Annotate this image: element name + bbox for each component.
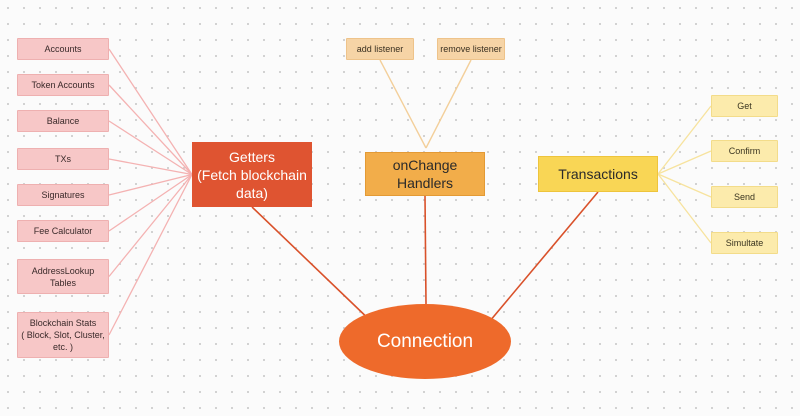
transactions-item-confirm[interactable]: Confirm bbox=[711, 140, 778, 162]
getters-item-accounts[interactable]: Accounts bbox=[17, 38, 109, 60]
getters-edge-7 bbox=[108, 174, 193, 336]
onchange-edge-1 bbox=[425, 59, 472, 149]
getters-item-token-accounts[interactable]: Token Accounts bbox=[17, 74, 109, 96]
transactions-edge-1 bbox=[657, 150, 712, 175]
transactions-edge-0 bbox=[657, 105, 712, 175]
transactions-edge-3 bbox=[657, 173, 712, 244]
onchange-item-remove-listener[interactable]: remove listener bbox=[437, 38, 505, 60]
getters-item-txs[interactable]: TXs bbox=[17, 148, 109, 170]
getters-edge-6 bbox=[108, 174, 193, 277]
getters-edge-2 bbox=[108, 120, 193, 176]
root-edge-onchange bbox=[424, 195, 427, 305]
getters-item-signatures[interactable]: Signatures bbox=[17, 184, 109, 206]
getters-hub-node[interactable]: Getters (Fetch blockchain data) bbox=[192, 142, 312, 207]
getters-edge-5 bbox=[108, 173, 193, 232]
transactions-edge-2 bbox=[657, 173, 712, 198]
connection-root-node[interactable]: Connection bbox=[339, 304, 511, 379]
transactions-hub-node[interactable]: Transactions bbox=[538, 156, 658, 192]
onchange-edge-0 bbox=[379, 59, 427, 149]
getters-item-balance[interactable]: Balance bbox=[17, 110, 109, 132]
root-edge-transactions bbox=[489, 191, 599, 322]
getters-edge-1 bbox=[108, 84, 193, 175]
onchange-handlers-hub-node[interactable]: onChange Handlers bbox=[365, 152, 485, 196]
getters-item-fee-calculator[interactable]: Fee Calculator bbox=[17, 220, 109, 242]
transactions-item-send[interactable]: Send bbox=[711, 186, 778, 208]
transactions-item-get[interactable]: Get bbox=[711, 95, 778, 117]
getters-edge-4 bbox=[108, 173, 193, 196]
getters-item-blockchain-stats[interactable]: Blockchain Stats ( Block, Slot, Cluster,… bbox=[17, 312, 109, 358]
transactions-item-simultate[interactable]: Simultate bbox=[711, 232, 778, 254]
root-edge-getters bbox=[251, 206, 366, 316]
getters-edge-3 bbox=[108, 158, 193, 176]
getters-item-address-lookup-tables[interactable]: AddressLookup Tables bbox=[17, 259, 109, 294]
onchange-item-add-listener[interactable]: add listener bbox=[346, 38, 414, 60]
getters-edge-0 bbox=[108, 48, 193, 175]
